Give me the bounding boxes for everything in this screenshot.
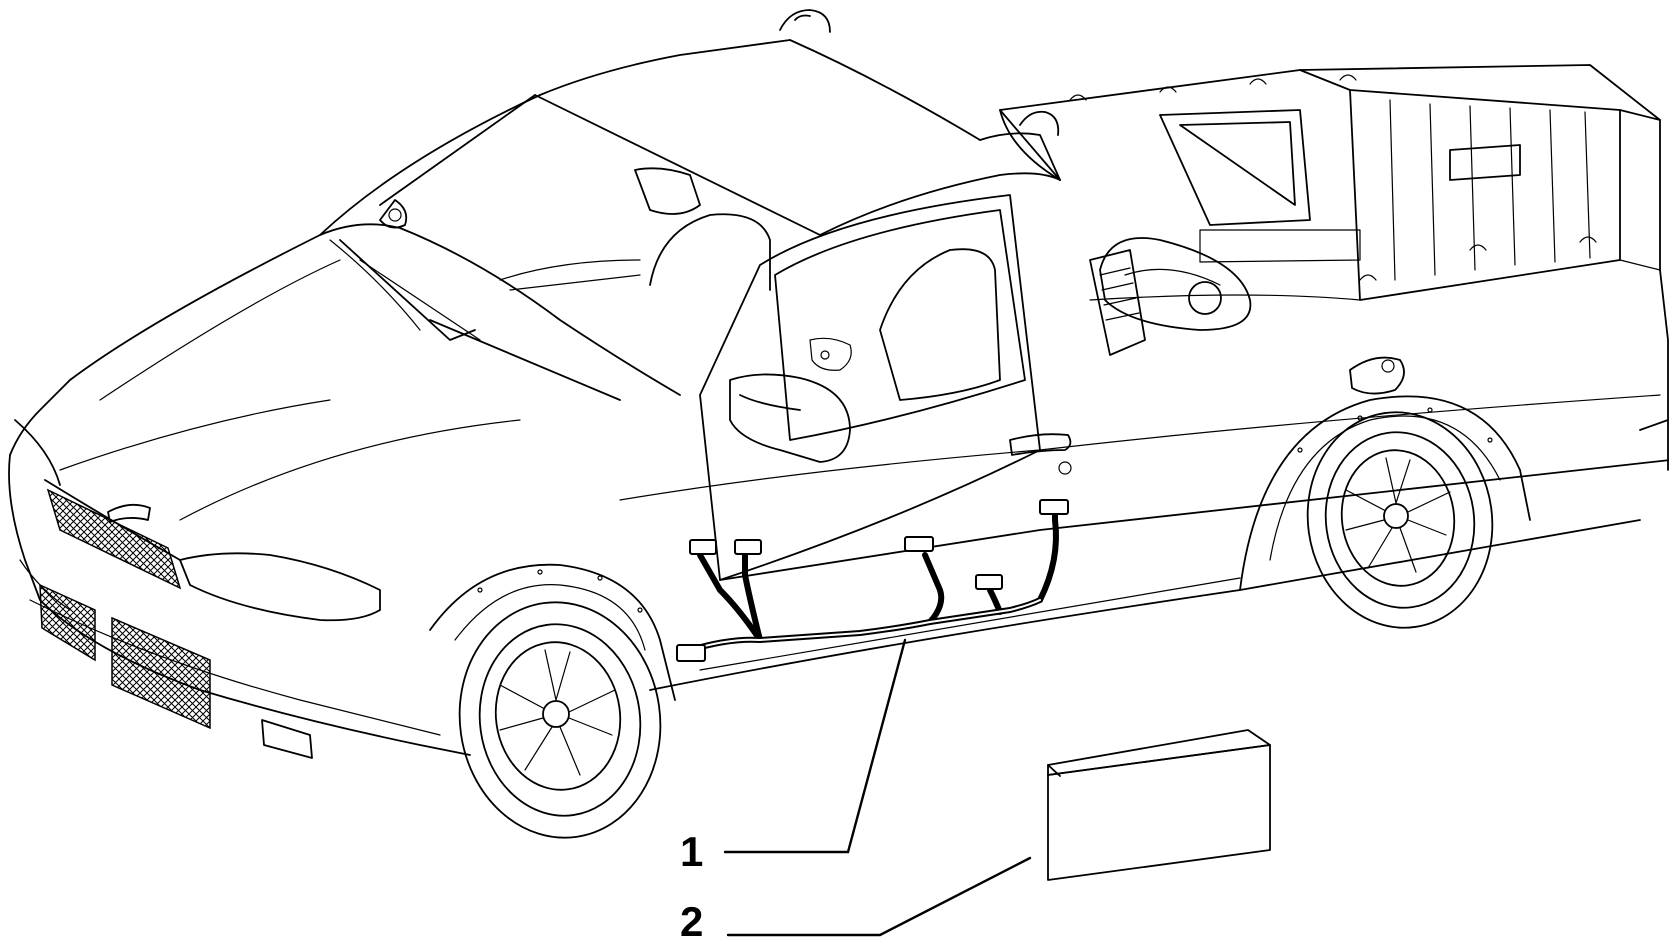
- connector-c: [904, 536, 934, 552]
- callout-1: 1: [680, 638, 907, 875]
- leader-line-2: [726, 856, 1032, 937]
- callout-1-label: 1: [680, 828, 703, 875]
- connector-e: [1039, 499, 1069, 515]
- connector-a: [689, 539, 717, 555]
- connector-d: [975, 574, 1003, 590]
- callout-2: 2: [680, 856, 1032, 939]
- connector-f: [676, 644, 706, 662]
- pickup-truck-outline: [8, 9, 1669, 759]
- callout-2-label: 2: [680, 898, 703, 939]
- wiring-harness: [676, 499, 1069, 662]
- control-unit-box: [1047, 729, 1271, 881]
- front-wheel: [458, 601, 662, 839]
- leader-line-1: [723, 638, 907, 854]
- rear-wheel: [1306, 411, 1494, 629]
- connector-b: [734, 539, 762, 555]
